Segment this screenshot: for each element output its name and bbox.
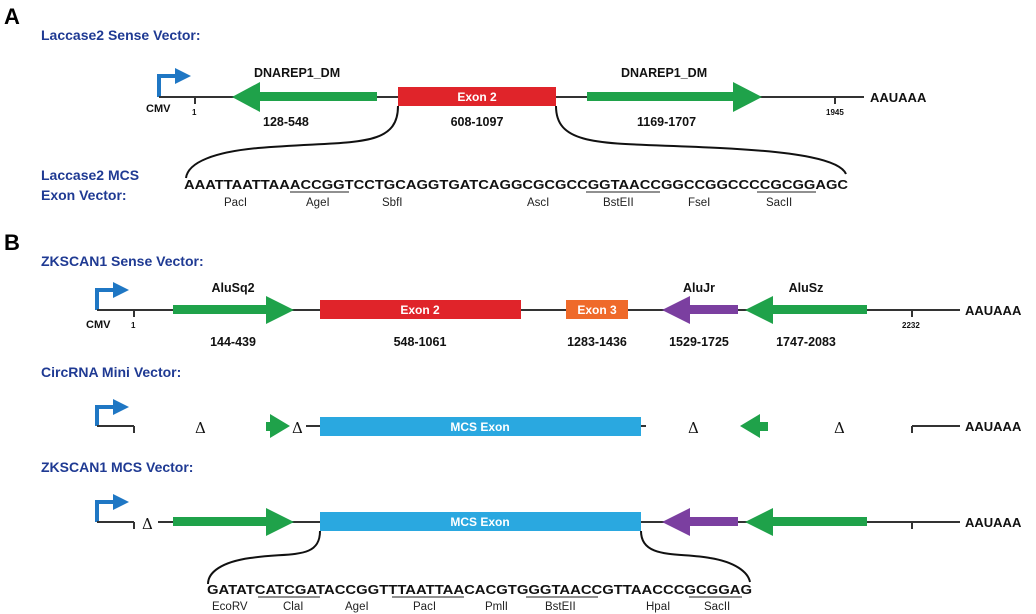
panel-a-letter: A [4, 4, 20, 29]
mcs-exon-label: MCS Exon [450, 515, 509, 529]
deletion-symbol: Δ [292, 419, 303, 437]
sequence-b: GATATCATCGATACCGGTTTAATTAACACGTGGGTAACCG… [207, 582, 752, 597]
mcs-exon-title-2: Exon Vector: [41, 187, 127, 203]
site-agei: AgeI [345, 601, 369, 613]
alusz-arrow [745, 296, 867, 324]
site-hpai: HpaI [646, 601, 670, 613]
site-sbfi: SbfI [382, 197, 402, 209]
site-sacii: SacII [704, 601, 730, 613]
site-bsteii: BstEII [545, 601, 576, 613]
deletion-symbol: Δ [688, 419, 699, 437]
deletion-symbol: Δ [834, 419, 845, 437]
alusz-range: 1747-2083 [776, 335, 836, 349]
alusz-label: AluSz [789, 281, 824, 295]
mcs-exon-box [320, 512, 641, 531]
polya-signal: AAUAAA [870, 90, 927, 105]
alujr-arrow [662, 296, 738, 324]
polya-signal: AAUAAA [965, 419, 1022, 434]
repeat-left-range: 128-548 [263, 115, 309, 129]
exon-2-box [398, 87, 556, 106]
zoom-curve-left [185, 105, 399, 179]
site-paci: PacI [224, 197, 247, 209]
cmv-label: CMV [86, 319, 111, 331]
exon-2-range: 548-1061 [394, 335, 447, 349]
alusq2-arrow [173, 508, 294, 536]
site-fsei: FseI [688, 197, 710, 209]
tick-end: 2232 [902, 321, 920, 330]
repeat-right-arrow [587, 82, 762, 112]
alujr-label: AluJr [683, 281, 715, 295]
exon-3-range: 1283-1436 [567, 335, 627, 349]
alusq2-label: AluSq2 [211, 281, 254, 295]
exon-3-label: Exon 3 [577, 303, 617, 317]
alusz-mini-arrow [740, 414, 768, 438]
site-paci: PacI [413, 601, 436, 613]
site-clai: ClaI [283, 601, 303, 613]
repeat-left-arrow [232, 82, 377, 112]
panel-a-title: Laccase2 Sense Vector: [41, 27, 201, 43]
mcs-exon-title-1: Laccase2 MCS [41, 167, 139, 183]
site-ecorv: EcoRV [212, 601, 248, 613]
exon-2-range: 608-1097 [451, 115, 504, 129]
zoom-curve-right [640, 530, 751, 583]
exon-3-box [566, 300, 628, 319]
sequence-a: AAATTAATTAAACCGGTCCTGCAGGTGATCAGGCGCGCCG… [184, 177, 849, 192]
promoter-arrow-icon [95, 282, 129, 310]
cmv-label: CMV [146, 103, 171, 115]
tick-end: 1945 [826, 108, 844, 117]
alusq2-range: 144-439 [210, 335, 256, 349]
alujr-range: 1529-1725 [669, 335, 729, 349]
mcs-exon-box [320, 417, 641, 436]
zoom-curve-left [207, 530, 321, 585]
repeat-left-label: DNAREP1_DM [254, 66, 340, 80]
exon-2-box [320, 300, 521, 319]
deletion-symbol: Δ [142, 515, 153, 533]
repeat-right-label: DNAREP1_DM [621, 66, 707, 80]
promoter-arrow-icon [95, 494, 129, 522]
tick-start: 1 [131, 321, 136, 330]
site-pmli: PmlI [485, 601, 508, 613]
zoom-curve-right [555, 105, 847, 175]
alusz-arrow [745, 508, 867, 536]
site-asci: AscI [527, 197, 549, 209]
promoter-arrow-icon [95, 399, 129, 426]
site-sacii: SacII [766, 197, 792, 209]
mcs-exon-label: MCS Exon [450, 420, 509, 434]
exon-2-label: Exon 2 [400, 303, 440, 317]
panel-b-title: ZKSCAN1 Sense Vector: [41, 253, 204, 269]
site-agei: AgeI [306, 197, 330, 209]
alusq2-mini-arrow [266, 414, 290, 438]
site-bsteii: BstEII [603, 197, 634, 209]
tick-start: 1 [192, 108, 197, 117]
promoter-arrow-icon [157, 68, 191, 97]
mini-vector-title: CircRNA Mini Vector: [41, 364, 181, 380]
repeat-right-range: 1169-1707 [637, 115, 696, 129]
mcs-vector-title: ZKSCAN1 MCS Vector: [41, 459, 193, 475]
exon-2-label: Exon 2 [457, 90, 497, 104]
polya-signal: AAUAAA [965, 303, 1022, 318]
deletion-symbol: Δ [195, 419, 206, 437]
panel-b-letter: B [4, 230, 20, 255]
alujr-arrow [662, 508, 738, 536]
alusq2-arrow [173, 296, 294, 324]
polya-signal: AAUAAA [965, 515, 1022, 530]
